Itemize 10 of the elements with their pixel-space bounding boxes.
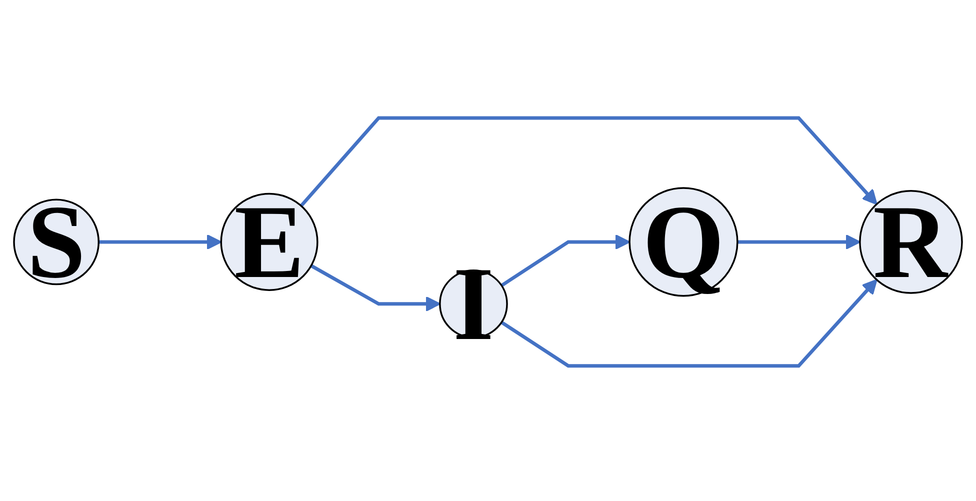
arrow [737, 234, 861, 250]
arrow [300, 116, 878, 208]
node-circle: Q [628, 187, 738, 297]
arrow [98, 234, 222, 250]
arrow [500, 279, 878, 368]
node-circle: S [13, 198, 100, 286]
arrow [310, 264, 441, 312]
arrow [500, 234, 630, 288]
node-circle: R [859, 190, 963, 294]
node-circle: E [220, 193, 318, 292]
